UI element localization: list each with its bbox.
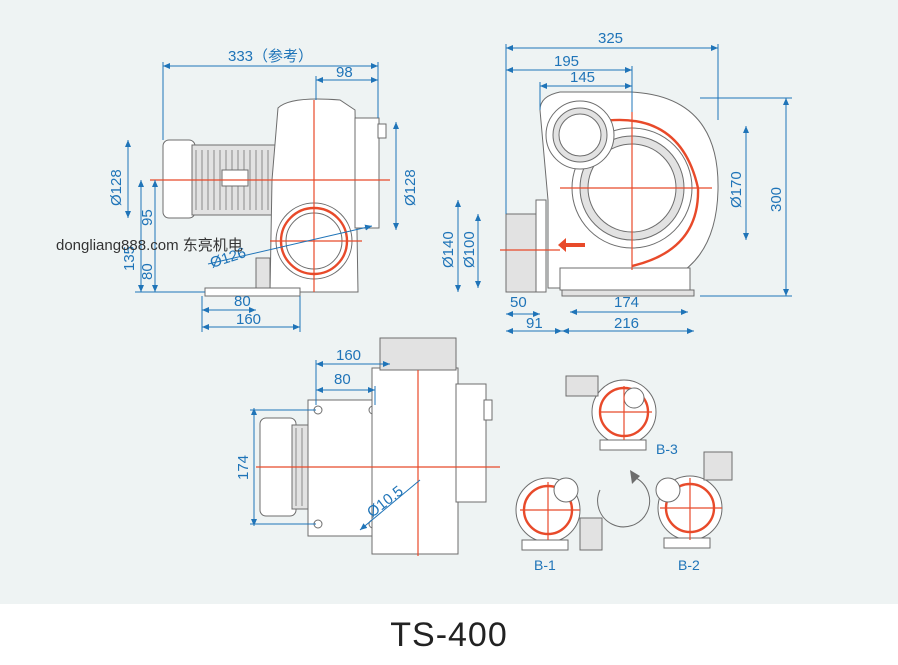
model-title: TS-400: [390, 616, 508, 654]
rotation-arrow: [597, 477, 651, 528]
dim-100: Ø100: [461, 231, 478, 268]
dim-95: 95: [139, 209, 156, 226]
outlet-top: [379, 337, 457, 371]
technical-drawing: 333（参考） 98 Ø128 Ø128 95 135 80 Ø126 80 1…: [56, 30, 792, 573]
orientation-label-b2: B-2: [678, 557, 700, 573]
front-view: 325 195 145 Ø170 300 Ø140 Ø100 50 91 174…: [440, 30, 792, 334]
motor-end-cap: [162, 139, 196, 219]
mounting-foot: [559, 267, 691, 291]
top-view: 160 80 174 Ø10.5: [235, 337, 500, 556]
dim-base-80: 80: [234, 293, 251, 310]
dim-216: 216: [614, 315, 639, 332]
dim-flange-diameter: Ø128: [402, 169, 419, 206]
dim-170: Ø170: [728, 171, 745, 208]
outlet-flange: [354, 117, 380, 229]
dim-motor-diameter: Ø128: [108, 169, 125, 206]
orientation-label-b3: B-3: [656, 441, 678, 457]
dim-top-80: 80: [334, 371, 351, 388]
dim-140: Ø140: [440, 231, 457, 268]
orientation-label-b1: B-1: [534, 557, 556, 573]
dim-50: 50: [510, 294, 527, 311]
dim-174: 174: [614, 294, 639, 311]
base-plate: [204, 287, 301, 297]
dim-top-160: 160: [336, 347, 361, 364]
dim-135: 135: [121, 246, 138, 271]
dim-195: 195: [554, 53, 579, 70]
dim-top-174: 174: [235, 455, 252, 480]
orientation-b3: B-3: [565, 375, 678, 457]
housing-top: [371, 367, 459, 555]
dim-325: 325: [598, 30, 623, 47]
dim-145: 145: [570, 69, 595, 86]
dim-outlet-offset: 98: [336, 64, 353, 81]
orientation-b2: B-2: [655, 451, 733, 573]
dim-base-160: 160: [236, 311, 261, 328]
dim-80-vertical: 80: [139, 263, 156, 280]
side-view: 333（参考） 98 Ø128 Ø128 95 135 80 Ø126 80 1…: [108, 48, 419, 332]
dim-total-length: 333（参考）: [228, 48, 313, 65]
terminal-box: [221, 169, 249, 187]
watermark: dongliang888.com 东亮机电: [56, 237, 243, 254]
inlet-pipe: [505, 213, 541, 293]
orientation-b1: B-1: [515, 477, 603, 573]
dim-91: 91: [526, 315, 543, 332]
dim-300: 300: [768, 187, 785, 212]
